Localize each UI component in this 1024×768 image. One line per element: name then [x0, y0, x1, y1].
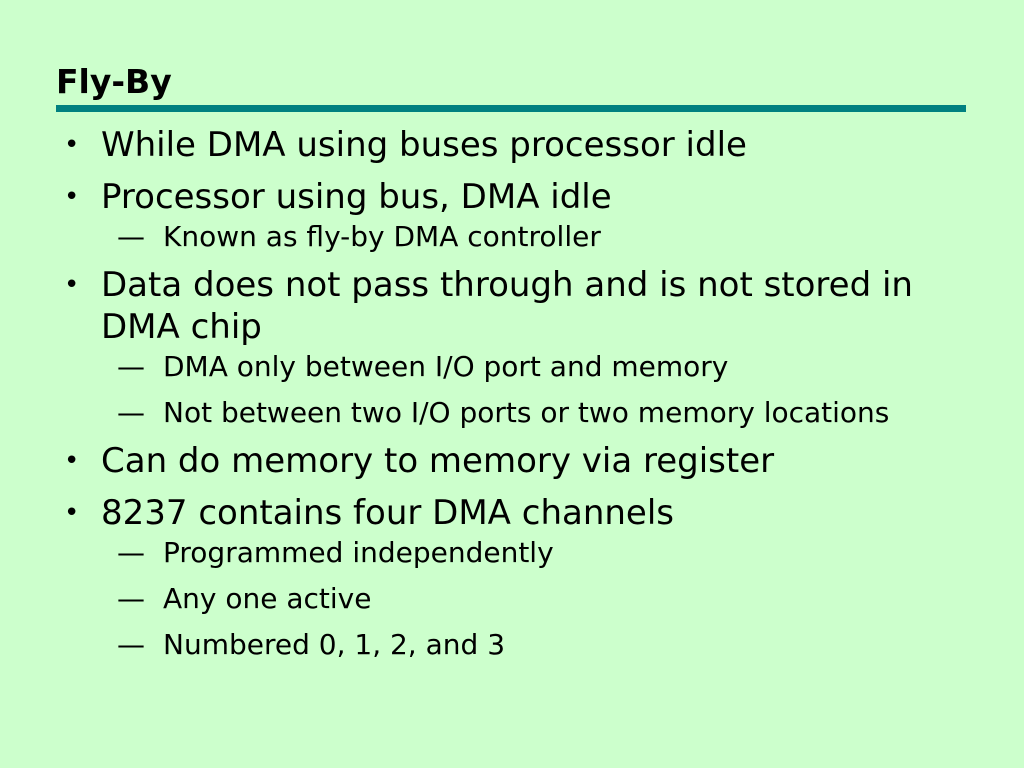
bullet-list: • While DMA using buses processor idle •… — [64, 124, 964, 662]
sub-bullet-list: — Known as fly-by DMA controller — [101, 220, 964, 254]
sub-bullet-item: — Known as fly-by DMA controller — [117, 220, 964, 254]
slide-title: Fly-By — [56, 62, 172, 101]
bullet-marker: • — [64, 130, 80, 160]
sub-bullet-item: — DMA only between I/O port and memory — [117, 350, 964, 384]
dash-marker: — — [117, 628, 145, 661]
sub-bullet-text: Programmed independently — [163, 536, 554, 569]
dash-marker: — — [117, 350, 145, 383]
sub-bullet-text: Not between two I/O ports or two memory … — [163, 396, 890, 429]
bullet-text: 8237 contains four DMA channels — [101, 493, 675, 533]
bullet-item: • Data does not pass through and is not … — [64, 264, 964, 430]
bullet-marker: • — [64, 270, 80, 300]
bullet-marker: • — [64, 446, 80, 476]
bullet-text: While DMA using buses processor idle — [101, 125, 747, 165]
dash-marker: — — [117, 396, 145, 429]
sub-bullet-item: — Any one active — [117, 582, 964, 616]
bullet-marker: • — [64, 182, 80, 212]
bullet-item: • 8237 contains four DMA channels — Prog… — [64, 492, 964, 662]
sub-bullet-text: DMA only between I/O port and memory — [163, 350, 729, 383]
bullet-item: • While DMA using buses processor idle — [64, 124, 964, 166]
sub-bullet-text: Any one active — [163, 582, 372, 615]
title-divider — [56, 105, 966, 112]
bullet-marker: • — [64, 498, 80, 528]
sub-bullet-list: — Programmed independently — Any one act… — [101, 536, 964, 662]
sub-bullet-text: Numbered 0, 1, 2, and 3 — [163, 628, 506, 661]
sub-bullet-item: — Numbered 0, 1, 2, and 3 — [117, 628, 964, 662]
dash-marker: — — [117, 220, 145, 253]
dash-marker: — — [117, 536, 145, 569]
sub-bullet-list: — DMA only between I/O port and memory —… — [101, 350, 964, 430]
sub-bullet-item: — Not between two I/O ports or two memor… — [117, 396, 964, 430]
sub-bullet-text: Known as fly-by DMA controller — [163, 220, 601, 253]
dash-marker: — — [117, 582, 145, 615]
bullet-item: • Can do memory to memory via register — [64, 440, 964, 482]
bullet-item: • Processor using bus, DMA idle — Known … — [64, 176, 964, 254]
bullet-text: Data does not pass through and is not st… — [101, 265, 913, 347]
bullet-text: Processor using bus, DMA idle — [101, 177, 612, 217]
bullet-text: Can do memory to memory via register — [101, 441, 775, 481]
sub-bullet-item: — Programmed independently — [117, 536, 964, 570]
